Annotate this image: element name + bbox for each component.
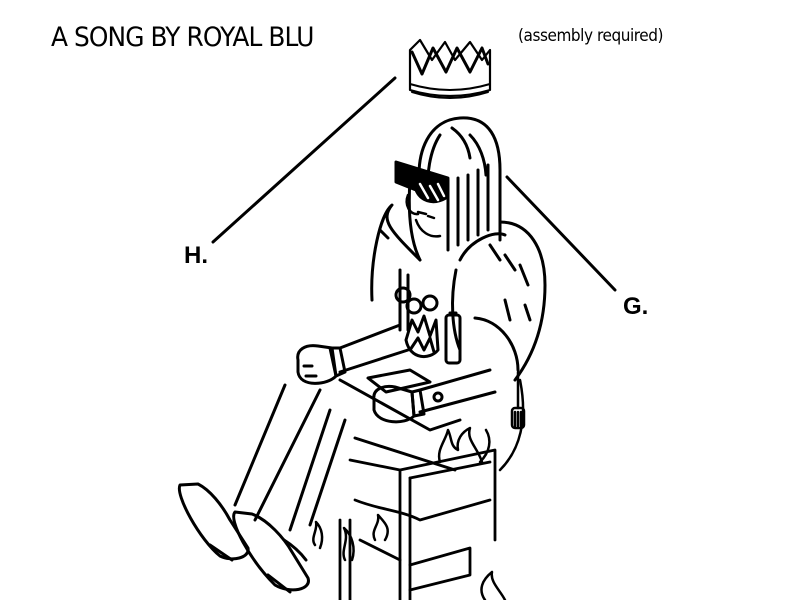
flames-icon (313, 428, 505, 600)
cut-off-title: GYALLAHAN ANGLASY (40, 0, 760, 2)
sunglasses-icon (396, 162, 448, 202)
legs (235, 380, 460, 530)
crown-icon (410, 40, 490, 98)
callout-line-g (507, 177, 615, 290)
label-h: H. (184, 242, 208, 269)
callout-line-h (213, 78, 395, 242)
shoes (179, 484, 308, 592)
arms (298, 325, 495, 422)
chair (340, 450, 495, 600)
face (407, 195, 440, 236)
tassel-icon (500, 372, 524, 470)
label-g: G. (623, 293, 649, 320)
assembly-note: (assembly required) (518, 26, 664, 46)
song-credit: A SONG BY ROYAL BLU (51, 22, 314, 53)
cut-off-title-text: GYALLAHAN ANGLASY (40, 0, 760, 2)
torso (396, 288, 518, 370)
